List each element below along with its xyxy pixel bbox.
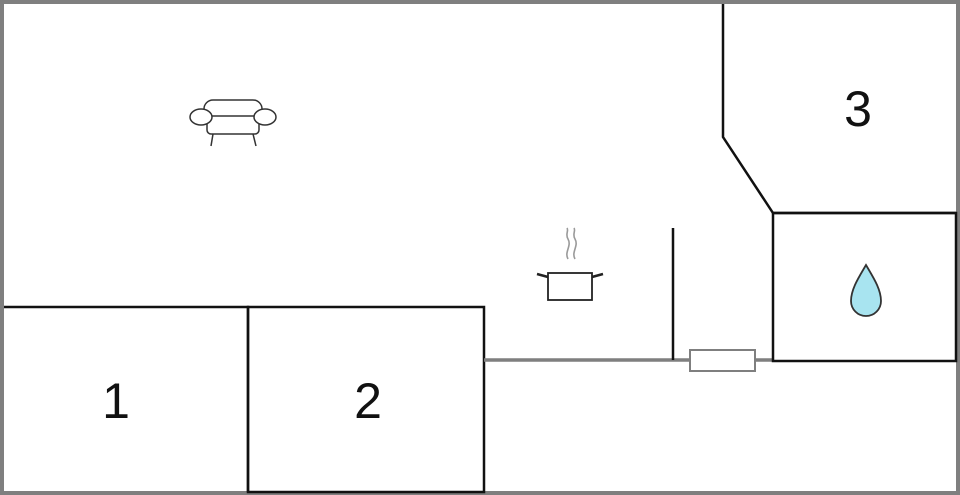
water-drop-icon [850, 263, 882, 317]
room-2-wall [246, 305, 486, 494]
sofa-icon [189, 99, 277, 147]
bathroom [771, 211, 958, 363]
room-2: 2 [246, 305, 486, 494]
room-3-wall [721, 4, 956, 215]
room-1-label: 1 [102, 373, 130, 429]
room-3: 3 [721, 4, 956, 215]
room-3-label: 3 [844, 81, 872, 137]
room-2-label: 2 [354, 373, 382, 429]
bathroom-wall [771, 211, 958, 363]
window [689, 349, 756, 372]
room-1: 1 [4, 305, 250, 492]
cooking-pot-icon [536, 227, 604, 301]
